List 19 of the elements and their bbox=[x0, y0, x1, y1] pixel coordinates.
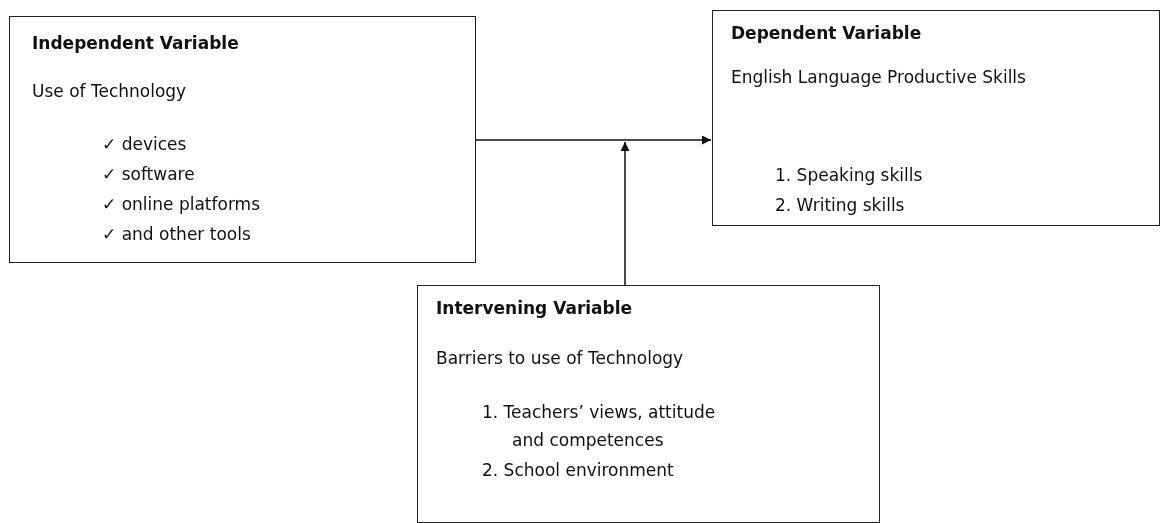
list-item: 2. Writing skills bbox=[775, 194, 906, 217]
box-heading: Independent Variable bbox=[32, 32, 240, 55]
list-item: 2. School environment bbox=[482, 459, 675, 482]
list-item: ✓ devices bbox=[102, 133, 188, 156]
list-item: 1. Teachers’ views, attitude and competences bbox=[482, 401, 717, 452]
list-item: ✓ software bbox=[102, 163, 196, 186]
list-item: ✓ online platforms bbox=[102, 193, 261, 216]
arrow bbox=[475, 135, 712, 145]
variable-box bbox=[712, 10, 1160, 226]
arrow bbox=[620, 141, 630, 286]
box-heading: Intervening Variable bbox=[436, 297, 634, 320]
list-item: ✓ and other tools bbox=[102, 223, 252, 246]
list-item: 1. Speaking skills bbox=[775, 164, 924, 187]
box-subtitle: English Language Productive Skills bbox=[731, 66, 1027, 89]
variable-box bbox=[9, 16, 476, 263]
box-heading: Dependent Variable bbox=[731, 22, 923, 45]
box-subtitle: Use of Technology bbox=[32, 80, 188, 103]
box-subtitle: Barriers to use of Technology bbox=[436, 347, 685, 370]
variable-box bbox=[417, 285, 880, 523]
